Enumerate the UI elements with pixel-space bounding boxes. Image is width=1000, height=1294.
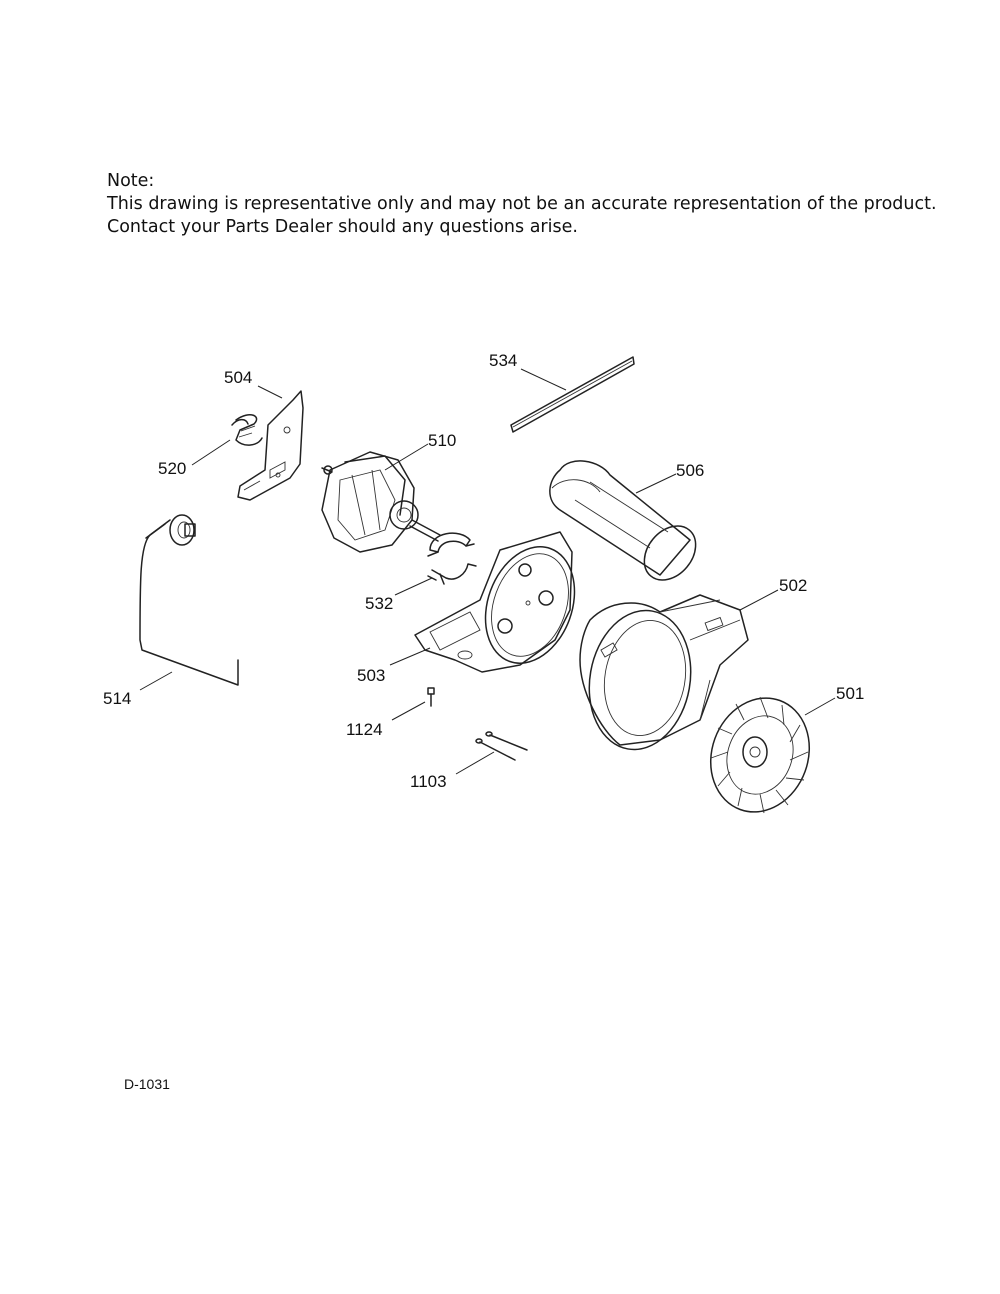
part-510-motor bbox=[321, 451, 441, 553]
part-504-bracket bbox=[237, 390, 304, 501]
leader-534 bbox=[520, 368, 567, 391]
part-506-duct bbox=[549, 460, 697, 581]
leader-506 bbox=[635, 473, 677, 494]
callout-506: 506 bbox=[676, 461, 704, 480]
callout-504: 504 bbox=[224, 368, 252, 387]
part-503-base bbox=[414, 531, 576, 673]
part-502-housing bbox=[579, 594, 749, 751]
leader-501 bbox=[804, 697, 836, 716]
leader-510 bbox=[384, 443, 429, 471]
callout-503: 503 bbox=[357, 666, 385, 685]
leader-504 bbox=[257, 385, 283, 399]
part-520-clip bbox=[231, 414, 263, 446]
callout-534: 534 bbox=[489, 351, 517, 370]
disclaimer-note: Note: This drawing is representative onl… bbox=[107, 170, 937, 239]
note-line-1: This drawing is representative only and … bbox=[107, 194, 937, 214]
leader-1124 bbox=[391, 701, 426, 721]
part-532-straps bbox=[427, 532, 477, 585]
part-1103-bolts bbox=[475, 731, 528, 761]
drawing-code: D-1031 bbox=[124, 1076, 170, 1092]
leader-502 bbox=[739, 589, 779, 611]
part-501-blower-wheel bbox=[709, 696, 811, 814]
leader-520 bbox=[191, 439, 231, 466]
leader-1103 bbox=[455, 751, 495, 775]
callout-510: 510 bbox=[428, 431, 456, 450]
leader-532 bbox=[394, 577, 433, 596]
callout-532: 532 bbox=[365, 594, 393, 613]
callout-1103: 1103 bbox=[410, 772, 447, 791]
callout-514: 514 bbox=[103, 689, 131, 708]
part-534-strip bbox=[510, 356, 635, 433]
note-heading: Note: bbox=[107, 171, 155, 191]
leader-514 bbox=[139, 671, 173, 691]
part-514-idler bbox=[139, 514, 239, 686]
callout-502: 502 bbox=[779, 576, 807, 595]
callout-520: 520 bbox=[158, 459, 186, 478]
note-line-2: Contact your Parts Dealer should any que… bbox=[107, 217, 578, 237]
callout-501: 501 bbox=[836, 684, 864, 703]
callout-1124: 1124 bbox=[346, 720, 383, 739]
part-1124-screw bbox=[427, 687, 435, 707]
leader-503 bbox=[389, 647, 431, 666]
